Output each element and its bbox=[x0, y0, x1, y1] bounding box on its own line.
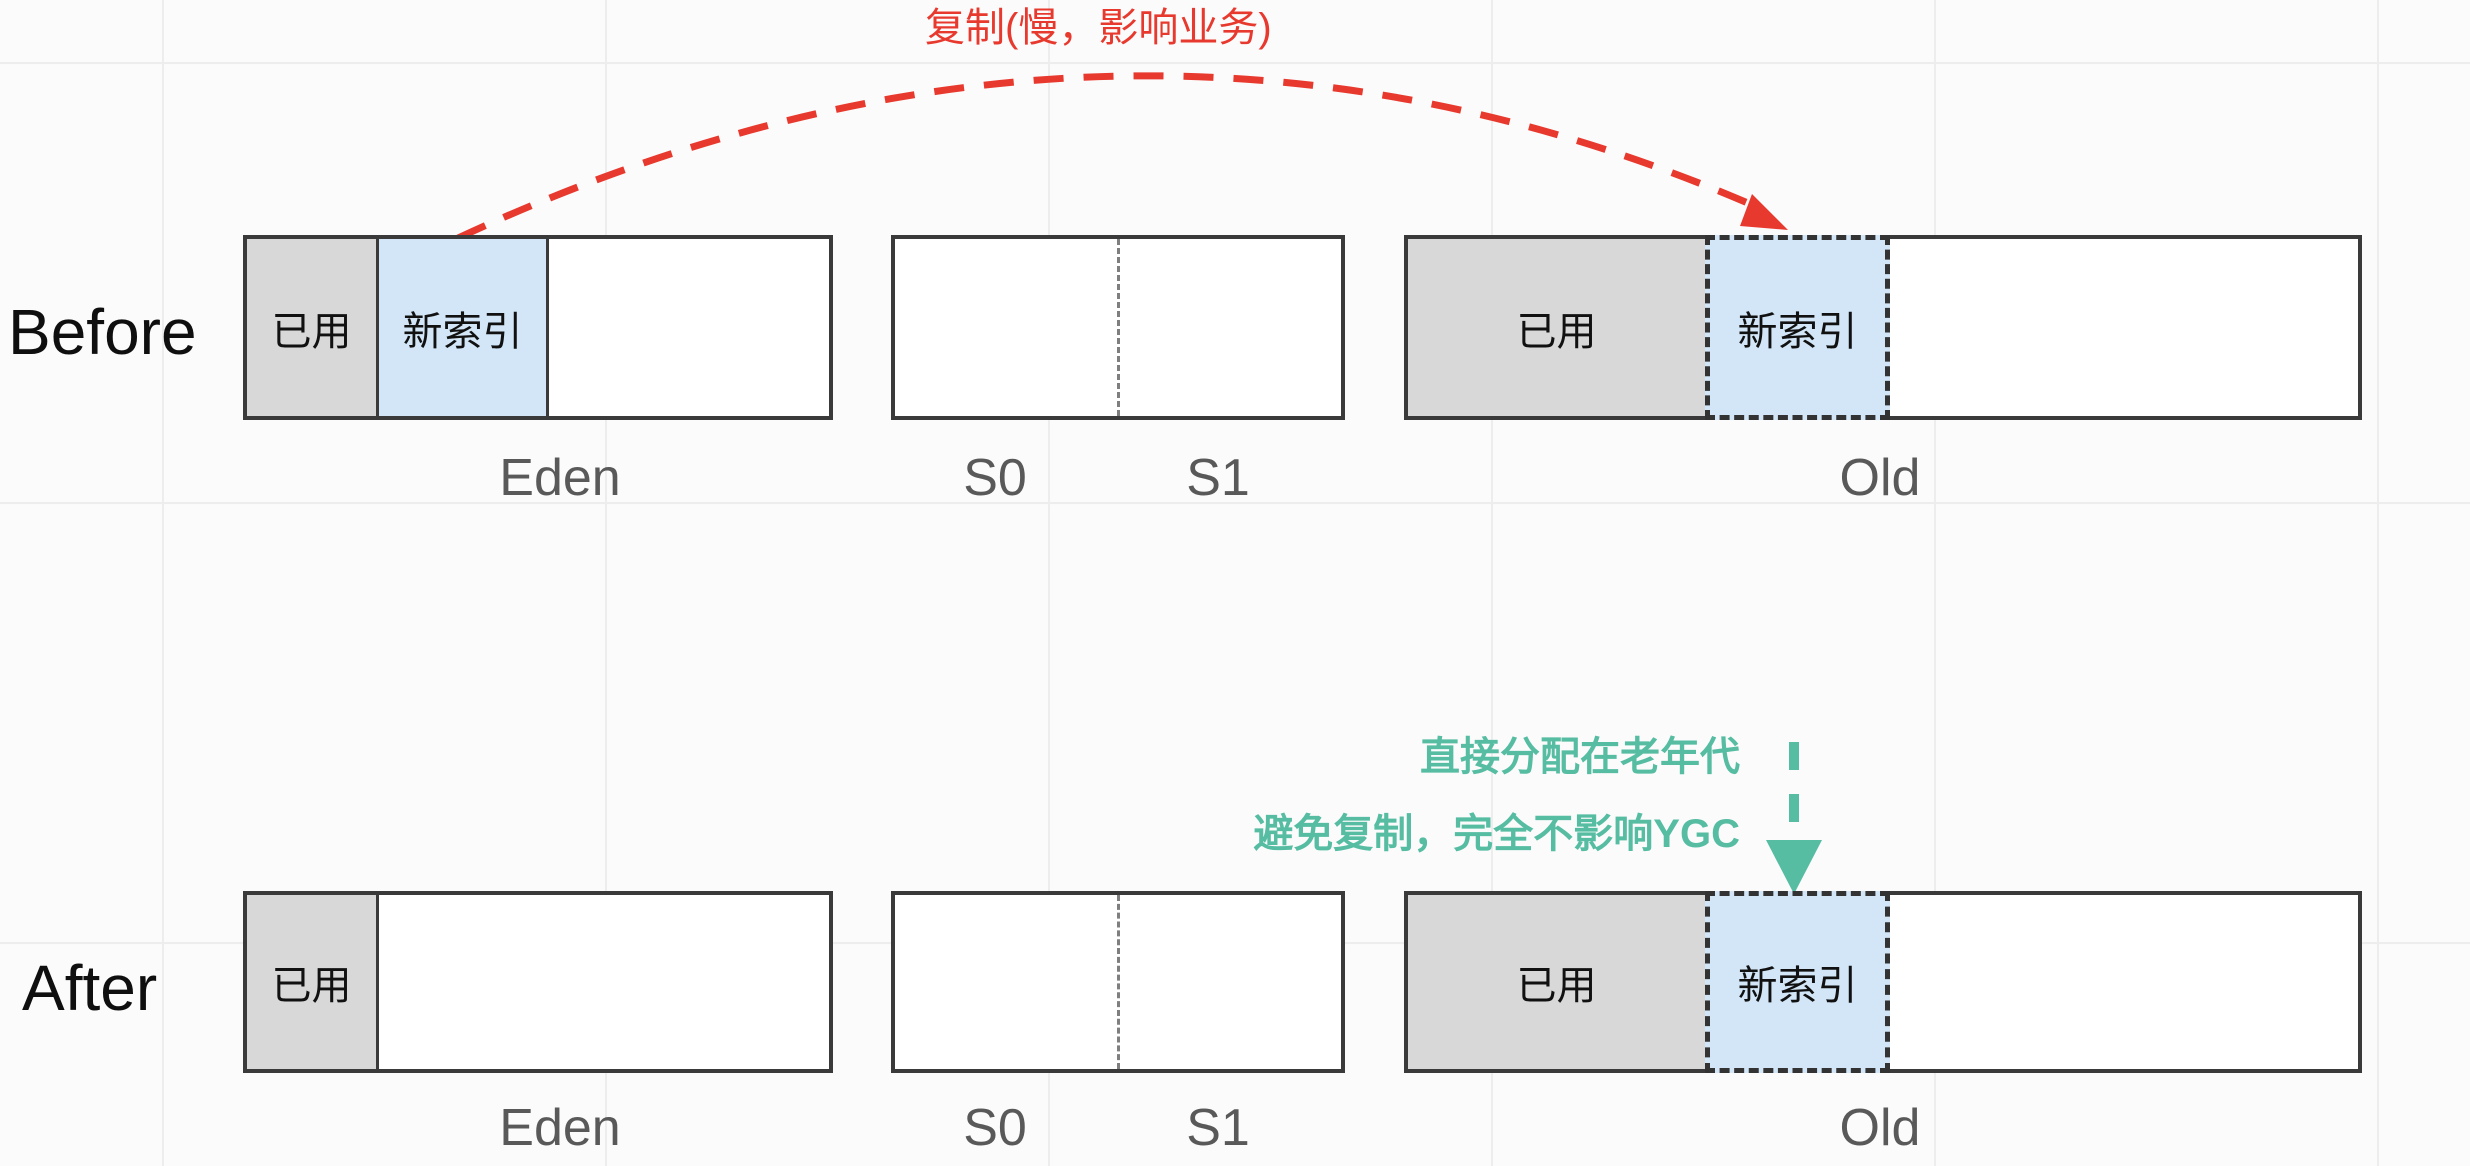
direct-alloc-annotation-line1: 直接分配在老年代 bbox=[1420, 735, 1740, 779]
direct-alloc-arrow-head-icon bbox=[1766, 840, 1822, 894]
before-eden-new-index-label: 新索引 bbox=[402, 309, 523, 354]
before-old-caption: Old bbox=[1839, 449, 1921, 507]
before-old-used-segment: 已用 bbox=[1408, 239, 1708, 416]
before-s0-caption: S0 bbox=[963, 449, 1027, 507]
before-eden-caption: Eden bbox=[499, 449, 621, 507]
before-eden-new-index-segment: 新索引 bbox=[379, 239, 549, 416]
after-eden-box: 已用 bbox=[243, 891, 833, 1073]
before-old-new-index-segment: 新索引 bbox=[1705, 235, 1890, 420]
after-eden-caption: Eden bbox=[499, 1099, 621, 1157]
before-eden-used-segment: 已用 bbox=[247, 239, 379, 416]
after-label: After bbox=[22, 952, 158, 1024]
copy-arrow-curve bbox=[456, 72, 1759, 242]
direct-alloc-annotation-line2: 避免复制，完全不影响YGC bbox=[1253, 812, 1740, 856]
after-s1-caption: S1 bbox=[1186, 1099, 1250, 1157]
after-old-used-segment: 已用 bbox=[1408, 895, 1708, 1069]
before-old-box: 已用 新索引 bbox=[1404, 235, 2362, 420]
before-survivor-divider bbox=[1117, 239, 1120, 416]
after-eden-used-segment: 已用 bbox=[247, 895, 379, 1069]
after-s0-caption: S0 bbox=[963, 1099, 1027, 1157]
after-survivor-divider bbox=[1117, 895, 1120, 1069]
copy-annotation: 复制(慢，影响业务) bbox=[925, 6, 1272, 50]
before-s1-caption: S1 bbox=[1186, 449, 1250, 507]
before-eden-used-label: 已用 bbox=[271, 309, 352, 354]
copy-arrow-head-icon bbox=[1740, 194, 1788, 230]
before-label: Before bbox=[8, 296, 197, 368]
after-eden-used-label: 已用 bbox=[271, 964, 352, 1008]
after-old-new-index-label: 新索引 bbox=[1737, 964, 1858, 1008]
after-old-caption: Old bbox=[1839, 1099, 1921, 1157]
after-old-new-index-segment: 新索引 bbox=[1705, 891, 1890, 1073]
after-old-box: 已用 新索引 bbox=[1404, 891, 2362, 1073]
after-old-used-label: 已用 bbox=[1516, 964, 1597, 1008]
before-survivor-box bbox=[891, 235, 1345, 420]
before-old-used-label: 已用 bbox=[1516, 309, 1597, 354]
before-old-new-index-label: 新索引 bbox=[1737, 309, 1858, 354]
before-eden-box: 已用 新索引 bbox=[243, 235, 833, 420]
after-survivor-box bbox=[891, 891, 1345, 1073]
